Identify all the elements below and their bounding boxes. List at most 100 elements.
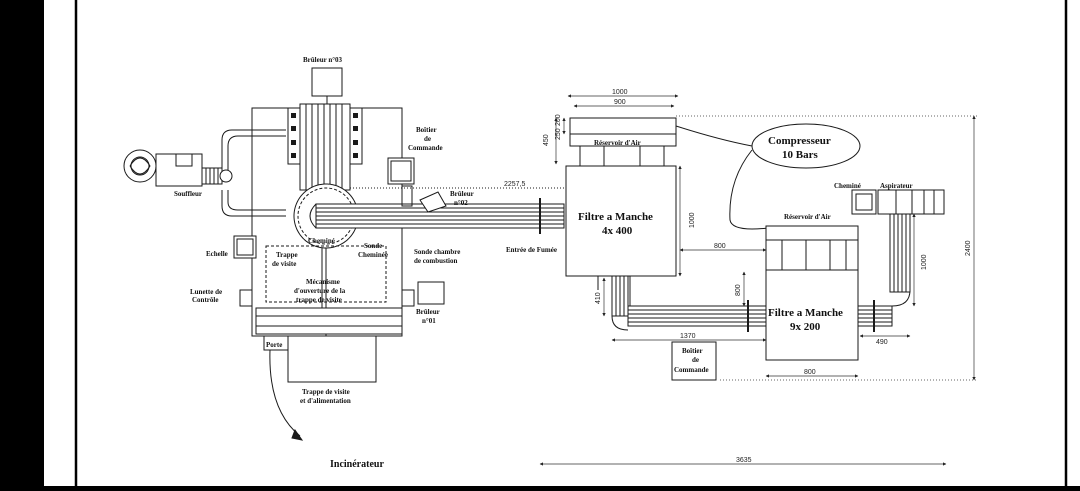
control-box-lower	[671, 341, 717, 381]
upper-chamber-ribs	[305, 104, 343, 190]
label-burner-02-2: n°02	[454, 199, 468, 207]
dim-1000-right: 1000	[921, 254, 928, 270]
dim-800-c: 800	[804, 369, 816, 376]
dim-2400: 2400	[965, 240, 972, 256]
label-control-box-upper-3: Commande	[408, 144, 443, 152]
label-feed-hatch-1: Trappe de visite	[302, 388, 350, 396]
dim-250: 250	[555, 128, 562, 140]
blower-duct-upper-inner	[227, 135, 286, 170]
dim-2257: 2257,5	[504, 181, 526, 188]
label-inspection-hatch-2: de visite	[272, 260, 296, 268]
label-door: Porte	[266, 341, 282, 349]
label-smoke-inlet: Entrée de Fumée	[506, 246, 557, 254]
burner-02	[419, 191, 447, 213]
plate-bolts	[291, 113, 358, 158]
label-chimney-probe-1: Sonde	[364, 242, 382, 250]
compressor	[751, 123, 861, 169]
filter-1-elbow	[611, 315, 629, 331]
label-filter-1-name: Filtre a Manche	[578, 211, 653, 223]
label-filter-1-size: 4x 400	[602, 225, 633, 237]
label-lens-1: Lunette de	[190, 288, 222, 296]
dim-410: 410	[595, 292, 602, 304]
blower-duct-lower	[221, 190, 286, 217]
label-air-tank-2: Réservoir d'Air	[784, 213, 831, 221]
label-filter-2-name: Filtre a Manche	[768, 307, 843, 319]
paper-sheet	[44, 0, 1080, 486]
blower-fan-hub	[130, 156, 150, 176]
label-control-box-upper-2: de	[424, 135, 431, 143]
dim-450: 450	[543, 134, 550, 146]
label-burner-03: Brûleur n°03	[303, 56, 343, 64]
label-burner-02-1: Brûleur	[450, 190, 474, 198]
feed-hopper	[287, 335, 377, 383]
filter-1-body	[565, 165, 677, 277]
label-ladder: Echelle	[206, 250, 228, 258]
incinerator-group	[123, 67, 566, 441]
label-aspirator: Aspirateur	[880, 182, 913, 190]
blower-joint	[219, 169, 233, 183]
label-chamber-probe-2: de combustion	[414, 257, 457, 265]
label-mechanism-3: trappe de visite	[296, 296, 342, 304]
flue-pipe-end	[309, 203, 317, 229]
label-blower: Souffleur	[174, 190, 202, 198]
right-side-port	[401, 289, 415, 307]
dim-200: 200	[555, 114, 562, 126]
dim-3635: 3635	[736, 457, 752, 464]
label-control-box-lower-1: Boîtier	[682, 347, 703, 355]
filter-1-air-tank-top	[569, 117, 677, 135]
door	[263, 335, 289, 351]
blower-motor-cap	[175, 153, 193, 167]
blower-duct-lower-inner	[227, 190, 286, 211]
dimension-lines	[539, 94, 978, 466]
riser-pipe	[889, 211, 911, 293]
filter-2-air-tank-top	[765, 225, 859, 241]
burner-02-mount	[401, 185, 413, 207]
control-box-upper-inner	[390, 160, 412, 182]
label-air-tank-1: Réservoir d'Air	[594, 139, 641, 147]
left-plate	[287, 107, 301, 165]
label-lens-2: Contrôle	[192, 296, 218, 304]
air-hose-2	[729, 149, 769, 230]
aspirator	[877, 189, 945, 215]
dim-490: 490	[876, 339, 888, 346]
label-mechanism-2: d'ouverture de la	[294, 287, 346, 295]
right-chimney-inner	[855, 193, 873, 211]
filter-1-group	[565, 117, 769, 332]
ladder-inner	[236, 238, 254, 256]
inspection-lens	[239, 289, 253, 307]
dim-800-b: 800	[735, 284, 742, 296]
label-mechanism-1: Mécanisme	[306, 278, 340, 286]
label-control-box-lower-2: de	[692, 356, 699, 364]
air-hose-1	[675, 125, 753, 147]
filter-2-group	[765, 189, 945, 361]
lower-hearth	[255, 307, 403, 335]
dim-1370: 1370	[680, 333, 696, 340]
label-feed-hatch-2: et d'alimentation	[300, 397, 351, 405]
label-burner-01-1: Brûleur	[416, 308, 440, 316]
label-compressor-2: 10 Bars	[782, 149, 818, 161]
filter-1-drop-pipe	[611, 275, 631, 317]
dim-1000-filter: 1000	[689, 212, 696, 228]
control-box-upper	[387, 157, 415, 185]
door-swing-arc	[269, 349, 301, 437]
label-burner-01-2: n°01	[422, 317, 436, 325]
label-inspection-hatch-1: Trappe	[276, 251, 298, 259]
label-filter-2-size: 9x 200	[790, 321, 821, 333]
dim-900: 900	[614, 99, 626, 106]
filter-2-air-tank	[765, 239, 859, 271]
label-chimney-main: Cheminé	[308, 237, 335, 245]
filter-2-elbow	[891, 289, 911, 307]
blower-fan	[123, 149, 157, 183]
label-chamber-probe-1: Sonde chambre	[414, 248, 460, 256]
burner-01	[417, 281, 445, 305]
door-swing-arrowhead	[291, 428, 304, 441]
right-plate	[349, 107, 363, 165]
filter-2-body	[765, 269, 859, 361]
label-control-box-lower-3: Commande	[674, 366, 709, 374]
label-compressor-1: Compresseur	[768, 135, 831, 147]
drawing-title: Incinérateur	[330, 459, 384, 470]
filter-1-air-tank	[569, 133, 677, 147]
dim-1000-top: 1000	[612, 89, 628, 96]
